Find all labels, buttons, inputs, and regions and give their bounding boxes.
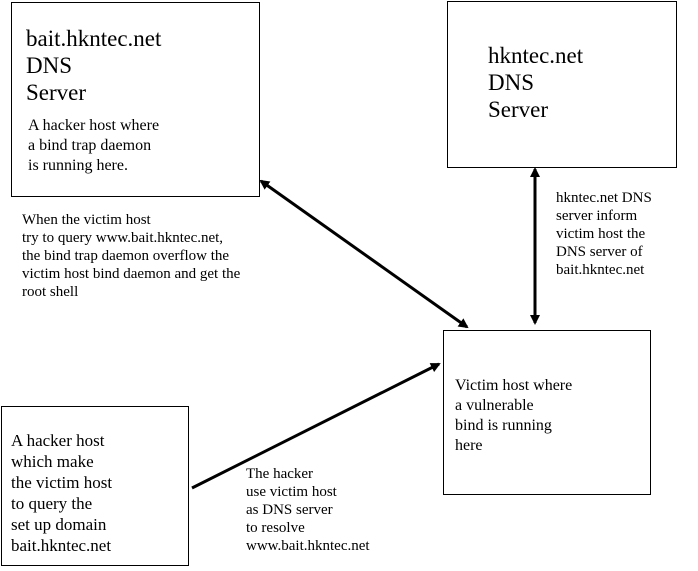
hacker-desc-line-5: set up domain [11,515,107,534]
bait-title-line-3: Server [26,80,87,105]
hacker-host-desc: A hacker host which make the victim host… [11,430,112,556]
hkntec-dns-server-title: hkntec.net DNS Server [488,42,583,123]
resolve-note-line-1: The hacker [246,466,314,482]
hkntec-title-line-1: hkntec.net [488,43,584,68]
hkntec-title-line-3: Server [488,97,549,122]
inform-note-line-5: bait.hkntec.net [556,262,645,278]
resolve-note-line-3: as DNS server [246,502,333,518]
victim-desc-line-4: here [455,437,483,454]
bait-dns-server-desc: A hacker host where a bind trap daemon i… [28,116,159,176]
bait-title-line-2: DNS [26,53,73,78]
resolve-note-line-5: www.bait.hkntec.net [246,538,370,554]
hkntec-dns-server-box: hkntec.net DNS Server [447,1,677,168]
overflow-note-line-2: try to query www.bait.hkntec.net, [22,230,224,246]
overflow-note-line-5: root shell [22,284,79,300]
hacker-desc-line-4: to query the [11,494,93,513]
resolve-note-line-2: use victim host [246,484,337,500]
overflow-note-line-1: When the victim host [22,212,151,228]
victim-desc-line-2: a vulnerable [455,397,534,414]
resolve-note-line-4: to resolve [246,520,305,536]
overflow-note: When the victim host try to query www.ba… [22,211,240,301]
hkntec-title-line-2: DNS [488,70,535,95]
bait-dns-server-box: bait.hkntec.net DNS Server A hacker host… [11,2,260,197]
bait-title-line-1: bait.hkntec.net [26,26,162,51]
inform-note-line-4: DNS server of [556,244,643,260]
bait-victim-arrow [259,179,469,329]
overflow-note-line-4: victim host bind daemon and get the [22,266,241,282]
victim-host-desc: Victim host where a vulnerable bind is r… [455,376,572,456]
bait-dns-server-title: bait.hkntec.net DNS Server [26,25,161,106]
victim-desc-line-1: Victim host where [455,377,573,394]
resolve-note: The hacker use victim host as DNS server… [246,465,370,555]
victim-host-box: Victim host where a vulnerable bind is r… [443,330,651,495]
hacker-desc-line-1: A hacker host [11,431,105,450]
overflow-note-line-3: the bind trap daemon overflow the [22,248,230,264]
hacker-victim-arrow [191,362,441,490]
bait-desc-line-3: is running here. [28,157,128,174]
hacker-desc-line-3: the victim host [11,473,113,492]
inform-note: hkntec.net DNS server inform victim host… [556,189,652,279]
hacker-desc-line-2: which make [11,452,94,471]
hacker-desc-line-6: bait.hkntec.net [11,536,112,555]
inform-note-line-2: server inform [556,208,638,224]
inform-note-line-1: hkntec.net DNS [556,190,652,206]
victim-desc-line-3: bind is running [455,417,552,434]
inform-note-line-3: victim host the [556,226,646,242]
bait-desc-line-1: A hacker host where [28,117,160,134]
hacker-host-box: A hacker host which make the victim host… [1,406,189,566]
bait-desc-line-2: a bind trap daemon [28,137,152,154]
